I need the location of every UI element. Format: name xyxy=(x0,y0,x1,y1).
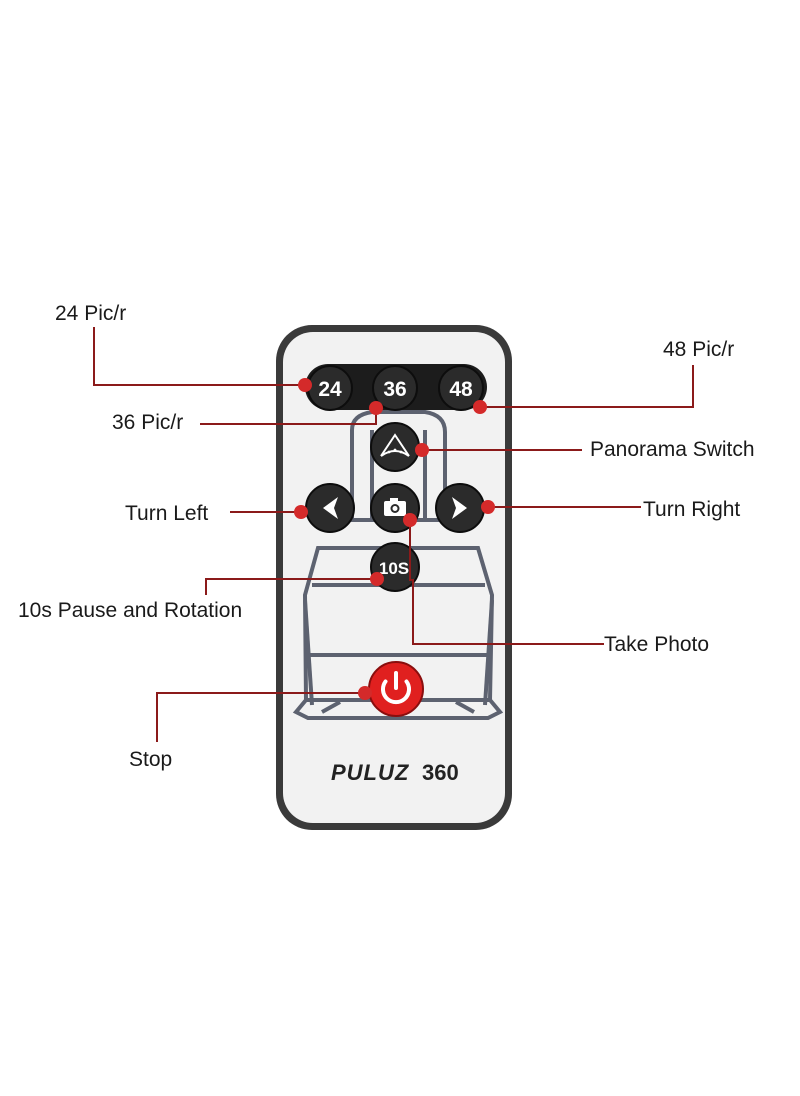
label-36-pic: 36 Pic/r xyxy=(112,411,183,434)
brand-name: PULUZ xyxy=(331,760,410,785)
camera-icon xyxy=(384,498,406,516)
label-panorama-switch: Panorama Switch xyxy=(590,438,755,461)
label-24-pic: 24 Pic/r xyxy=(55,302,126,325)
label-10s-pause: 10s Pause and Rotation xyxy=(18,599,242,622)
chevron-right-icon xyxy=(452,497,467,519)
button-24-label: 24 xyxy=(318,378,342,401)
power-icon xyxy=(381,671,411,705)
button-36[interactable]: 36 xyxy=(372,365,418,411)
chevron-left-icon xyxy=(323,497,338,519)
button-48-label: 48 xyxy=(449,378,473,401)
turn-right-button[interactable] xyxy=(435,483,485,533)
marker-dots xyxy=(294,378,495,700)
button-24[interactable]: 24 xyxy=(307,365,353,411)
brand-logo: PULUZ 360 xyxy=(331,760,459,785)
panorama-button[interactable] xyxy=(370,422,420,472)
button-36-label: 36 xyxy=(383,378,406,401)
brand-model: 360 xyxy=(422,760,459,785)
button-48[interactable]: 48 xyxy=(438,365,484,411)
label-turn-left: Turn Left xyxy=(125,502,208,525)
label-48-pic: 48 Pic/r xyxy=(663,338,734,361)
stop-button[interactable] xyxy=(368,661,424,717)
label-stop: Stop xyxy=(129,748,172,771)
label-take-photo: Take Photo xyxy=(604,633,709,656)
label-turn-right: Turn Right xyxy=(643,498,740,521)
turn-left-button[interactable] xyxy=(305,483,355,533)
button-10s-label: 10S xyxy=(379,559,409,578)
panorama-icon xyxy=(380,433,410,457)
leader-lines xyxy=(93,327,694,742)
